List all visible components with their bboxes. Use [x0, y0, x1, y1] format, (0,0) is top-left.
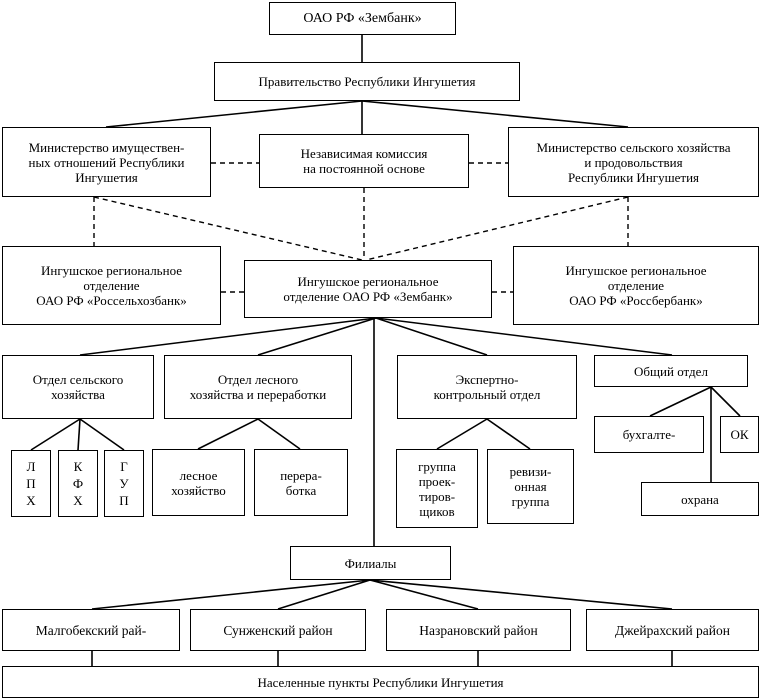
connector-line	[369, 579, 479, 610]
connector-line	[369, 579, 673, 610]
dashed-connector	[93, 196, 363, 261]
node-settlements: Населенные пункты Республики Ингушетия	[2, 666, 759, 698]
connector-line	[649, 386, 712, 417]
node-kfh: К Ф Х	[58, 450, 98, 517]
node-ok: ОК	[720, 416, 759, 453]
node-branches: Филиалы	[290, 546, 451, 580]
node-dzheirakh: Джейрахский район	[586, 609, 759, 651]
connector-line	[30, 418, 81, 451]
node-audit-group: ревизи- онная группа	[487, 449, 574, 524]
node-dept-expert: Экспертно- контрольный отдел	[397, 355, 577, 419]
node-processing: перера- ботка	[254, 449, 348, 516]
node-dept-forest: Отдел лесного хозяйства и переработки	[164, 355, 352, 419]
node-sunzha: Сунженский район	[190, 609, 366, 651]
connector-line	[710, 386, 741, 417]
node-dept-general: Общий отдел	[594, 355, 748, 387]
connector-line	[79, 317, 377, 356]
node-lph: Л П Х	[11, 450, 51, 517]
connector-line	[436, 418, 488, 450]
node-rosselkhozbank: Ингушское региональное отделение ОАО РФ …	[2, 246, 221, 325]
node-gup: Г У П	[104, 450, 144, 517]
node-design-group: группа проек- тиров- щиков	[396, 449, 478, 528]
connector-line	[197, 418, 259, 450]
connector-line	[105, 100, 363, 128]
connector-line	[257, 317, 377, 356]
connector-line	[277, 579, 371, 610]
connector-line	[257, 418, 301, 450]
node-ministry-property: Министерство имуществен- ных отношений Р…	[2, 127, 211, 197]
node-commission: Независимая комиссия на постоянной основ…	[259, 134, 469, 188]
connector-line	[361, 100, 629, 128]
connector-line	[79, 418, 125, 451]
node-dept-agri: Отдел сельского хозяйства	[2, 355, 154, 419]
node-zembank: ОАО РФ «Зембанк»	[269, 2, 456, 35]
connector-line	[375, 317, 488, 356]
connector-line	[375, 317, 673, 356]
node-rossberbank: Ингушское региональное отделение ОАО РФ …	[513, 246, 759, 325]
connector-line	[486, 418, 531, 450]
node-accounting: бухгалте-	[594, 416, 704, 453]
node-forestry: лесное хозяйство	[152, 449, 245, 516]
node-regional-zembank: Ингушское региональное отделение ОАО РФ …	[244, 260, 492, 318]
connector-line	[91, 579, 371, 610]
connector-line	[77, 418, 81, 451]
node-security: охрана	[641, 482, 759, 516]
node-government: Правительство Республики Ингушетия	[214, 62, 520, 101]
node-ministry-agri: Министерство сельского хозяйства и продо…	[508, 127, 759, 197]
node-malgobek: Малгобекский рай-	[2, 609, 180, 651]
node-nazran: Назрановский район	[386, 609, 571, 651]
